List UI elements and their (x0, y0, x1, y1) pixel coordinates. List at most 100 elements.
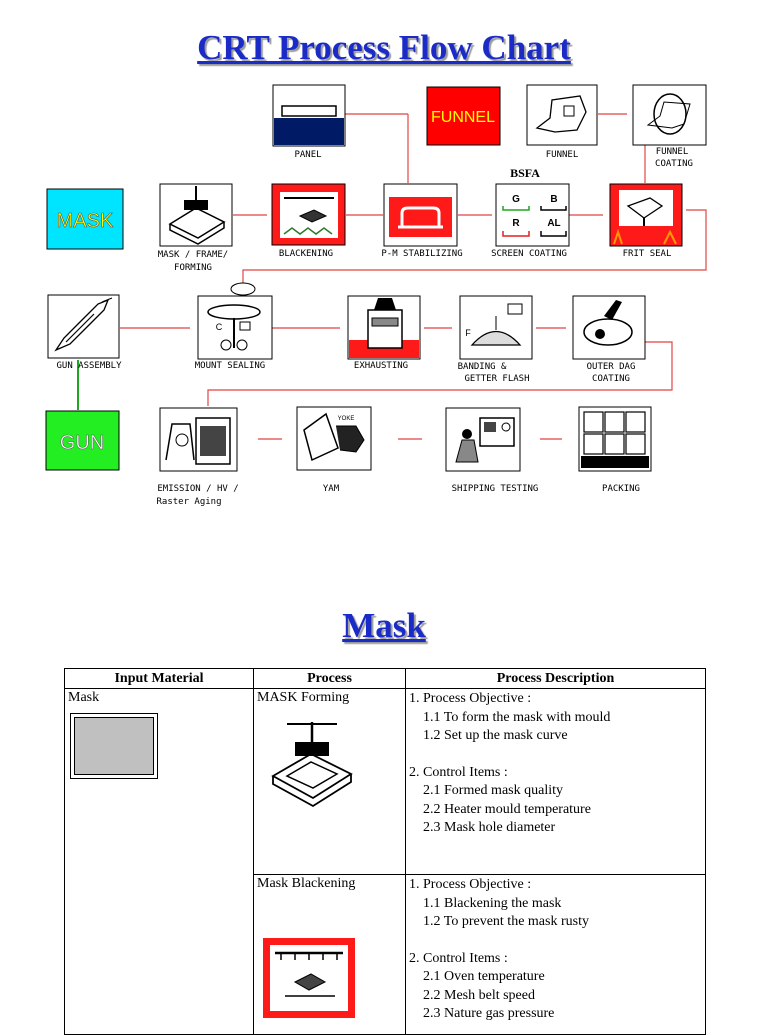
exhausting-node (347, 295, 421, 360)
control-item: 2.3 Mask hole diameter (423, 820, 556, 835)
furnace-icon (626, 197, 664, 219)
pallet-icon (583, 411, 646, 455)
label-shipping-testing: SHIPPING TESTING (452, 484, 539, 494)
getter-icon (470, 331, 522, 346)
label-panel: PANEL (294, 150, 321, 160)
header-input-material: Input Material (64, 668, 254, 689)
label-emission-2: Raster Aging (156, 497, 221, 507)
funnel-box-label: FUNNEL (431, 109, 495, 126)
flow-connectors (120, 113, 707, 440)
header-process: Process (253, 668, 406, 689)
mask-forming-node (159, 183, 233, 247)
label-outer-dag-2: COATING (592, 374, 630, 384)
label-blackening: BLACKENING (279, 249, 333, 259)
outer-dag-node (572, 295, 646, 360)
mount-letter-c: C (216, 322, 223, 332)
frit-seal-node (609, 183, 683, 247)
control-item: 2.2 Mesh belt speed (423, 987, 535, 1003)
label-funnel-coating-1: FUNNEL (656, 147, 689, 157)
gun-box: GUN (45, 410, 120, 471)
process-name: MASK Forming (257, 690, 350, 705)
objective-heading: 1. Process Objective : (409, 877, 532, 892)
gun-assembly-node (47, 294, 120, 359)
label-yam: YAM (323, 484, 340, 494)
process-cell: MASK Forming (253, 688, 406, 875)
blackening-node (271, 183, 346, 246)
label-emission-1: EMISSION / HV / (157, 484, 238, 494)
mask-forming-press-icon (271, 722, 353, 808)
shipping-testing-node (445, 407, 521, 472)
screen-coating-node: G B R AL (495, 183, 570, 247)
label-funnel: FUNNEL (546, 150, 579, 160)
yam-yoke-label: YOKE (338, 416, 355, 422)
objective-item: 1.1 Blackening the mask (423, 895, 562, 911)
control-item: 2.3 Nature gas pressure (423, 1006, 555, 1021)
yam-node: YOKE (296, 406, 372, 471)
dag-coating-icon (583, 318, 633, 346)
node-labels: PANEL FUNNEL FUNNEL COATING BSFA MASK / … (56, 147, 692, 507)
screen-letter-g: G (512, 194, 520, 205)
screen-letter-r: R (512, 218, 520, 229)
process-name: Mask Blackening (257, 876, 356, 891)
input-material-cell: Mask (64, 688, 254, 1035)
packing-node (578, 406, 652, 472)
exhaust-machine-icon (367, 309, 403, 349)
funnel-coating-icon (653, 93, 687, 135)
panel-node (272, 84, 346, 147)
mount-icon (207, 304, 261, 320)
label-outer-dag-1: OUTER DAG (587, 362, 636, 372)
label-bsfa: BSFA (510, 166, 540, 180)
yoke-icon (303, 412, 339, 462)
objective-item: 1.2 Set up the mask curve (423, 728, 568, 743)
objective-heading: 1. Process Objective : (409, 691, 532, 706)
mask-box: MASK (46, 188, 124, 250)
gun-box-label: GUN (60, 432, 104, 454)
header-process-description: Process Description (405, 668, 706, 689)
label-banding-2: GETTER FLASH (464, 374, 529, 384)
label-exhausting: EXHAUSTING (354, 361, 408, 371)
emission-node (159, 407, 238, 472)
banding-letter-f: F (465, 328, 471, 338)
control-heading: 2. Control Items : (409, 950, 508, 966)
mask-blackening-oven-icon (263, 938, 355, 1018)
objective-item: 1.2 To prevent the mask rusty (423, 914, 589, 929)
objective-item: 1.1 To form the mask with mould (423, 709, 611, 725)
table-row: Mask Blackening 1. Process Objective : 1… (65, 874, 706, 1035)
mask-frame-icon (400, 206, 441, 226)
label-pm-stabilizing: P-M STABILIZING (381, 249, 462, 259)
label-mask-forming-2: FORMING (174, 263, 212, 273)
label-gun-assembly: GUN ASSEMBLY (56, 361, 122, 371)
control-item: 2.1 Formed mask quality (423, 783, 563, 798)
funnel-node (526, 84, 598, 146)
label-mount-sealing: MOUNT SEALING (195, 361, 265, 371)
label-mask-forming-1: MASK / FRAME/ (158, 250, 228, 260)
mount-sealing-node: C (197, 295, 273, 360)
input-material-label: Mask (68, 690, 100, 705)
label-frit-seal: FRIT SEAL (623, 249, 672, 259)
process-table: Input Material Process Process Descripti… (64, 668, 706, 1035)
label-banding-1: BANDING & (458, 362, 507, 372)
control-item: 2.1 Oven temperature (423, 969, 545, 984)
page-title: CRT Process Flow Chart (197, 28, 571, 67)
screen-letter-b: B (550, 194, 557, 205)
mask-box-label: MASK (57, 210, 114, 232)
process-cell: Mask Blackening (253, 874, 406, 1035)
control-heading: 2. Control Items : (409, 764, 508, 780)
connector (242, 209, 707, 294)
description-cell: 1. Process Objective : 1.1 Blackening th… (405, 874, 706, 1035)
funnel-coating-node (632, 84, 707, 146)
table-header-row: Input Material Process Process Descripti… (64, 668, 706, 689)
label-screen-coating: SCREEN COATING (491, 249, 567, 259)
label-packing: PACKING (602, 484, 640, 494)
funnel-icon (535, 95, 587, 133)
funnel-box: FUNNEL (426, 86, 501, 146)
control-item: 2.2 Heater mould temperature (423, 801, 591, 817)
connector (207, 341, 673, 406)
mask-image (70, 713, 158, 779)
mount-dome (230, 282, 256, 296)
oven-icon (298, 209, 328, 223)
label-funnel-coating-2: COATING (655, 159, 693, 169)
table-row: Mask MASK Forming 1. Process Objective : (64, 688, 706, 1035)
description-cell: 1. Process Objective : 1.1 To form the m… (405, 688, 706, 875)
process-flow-diagram: MASK FUNNEL GUN (45, 84, 707, 507)
